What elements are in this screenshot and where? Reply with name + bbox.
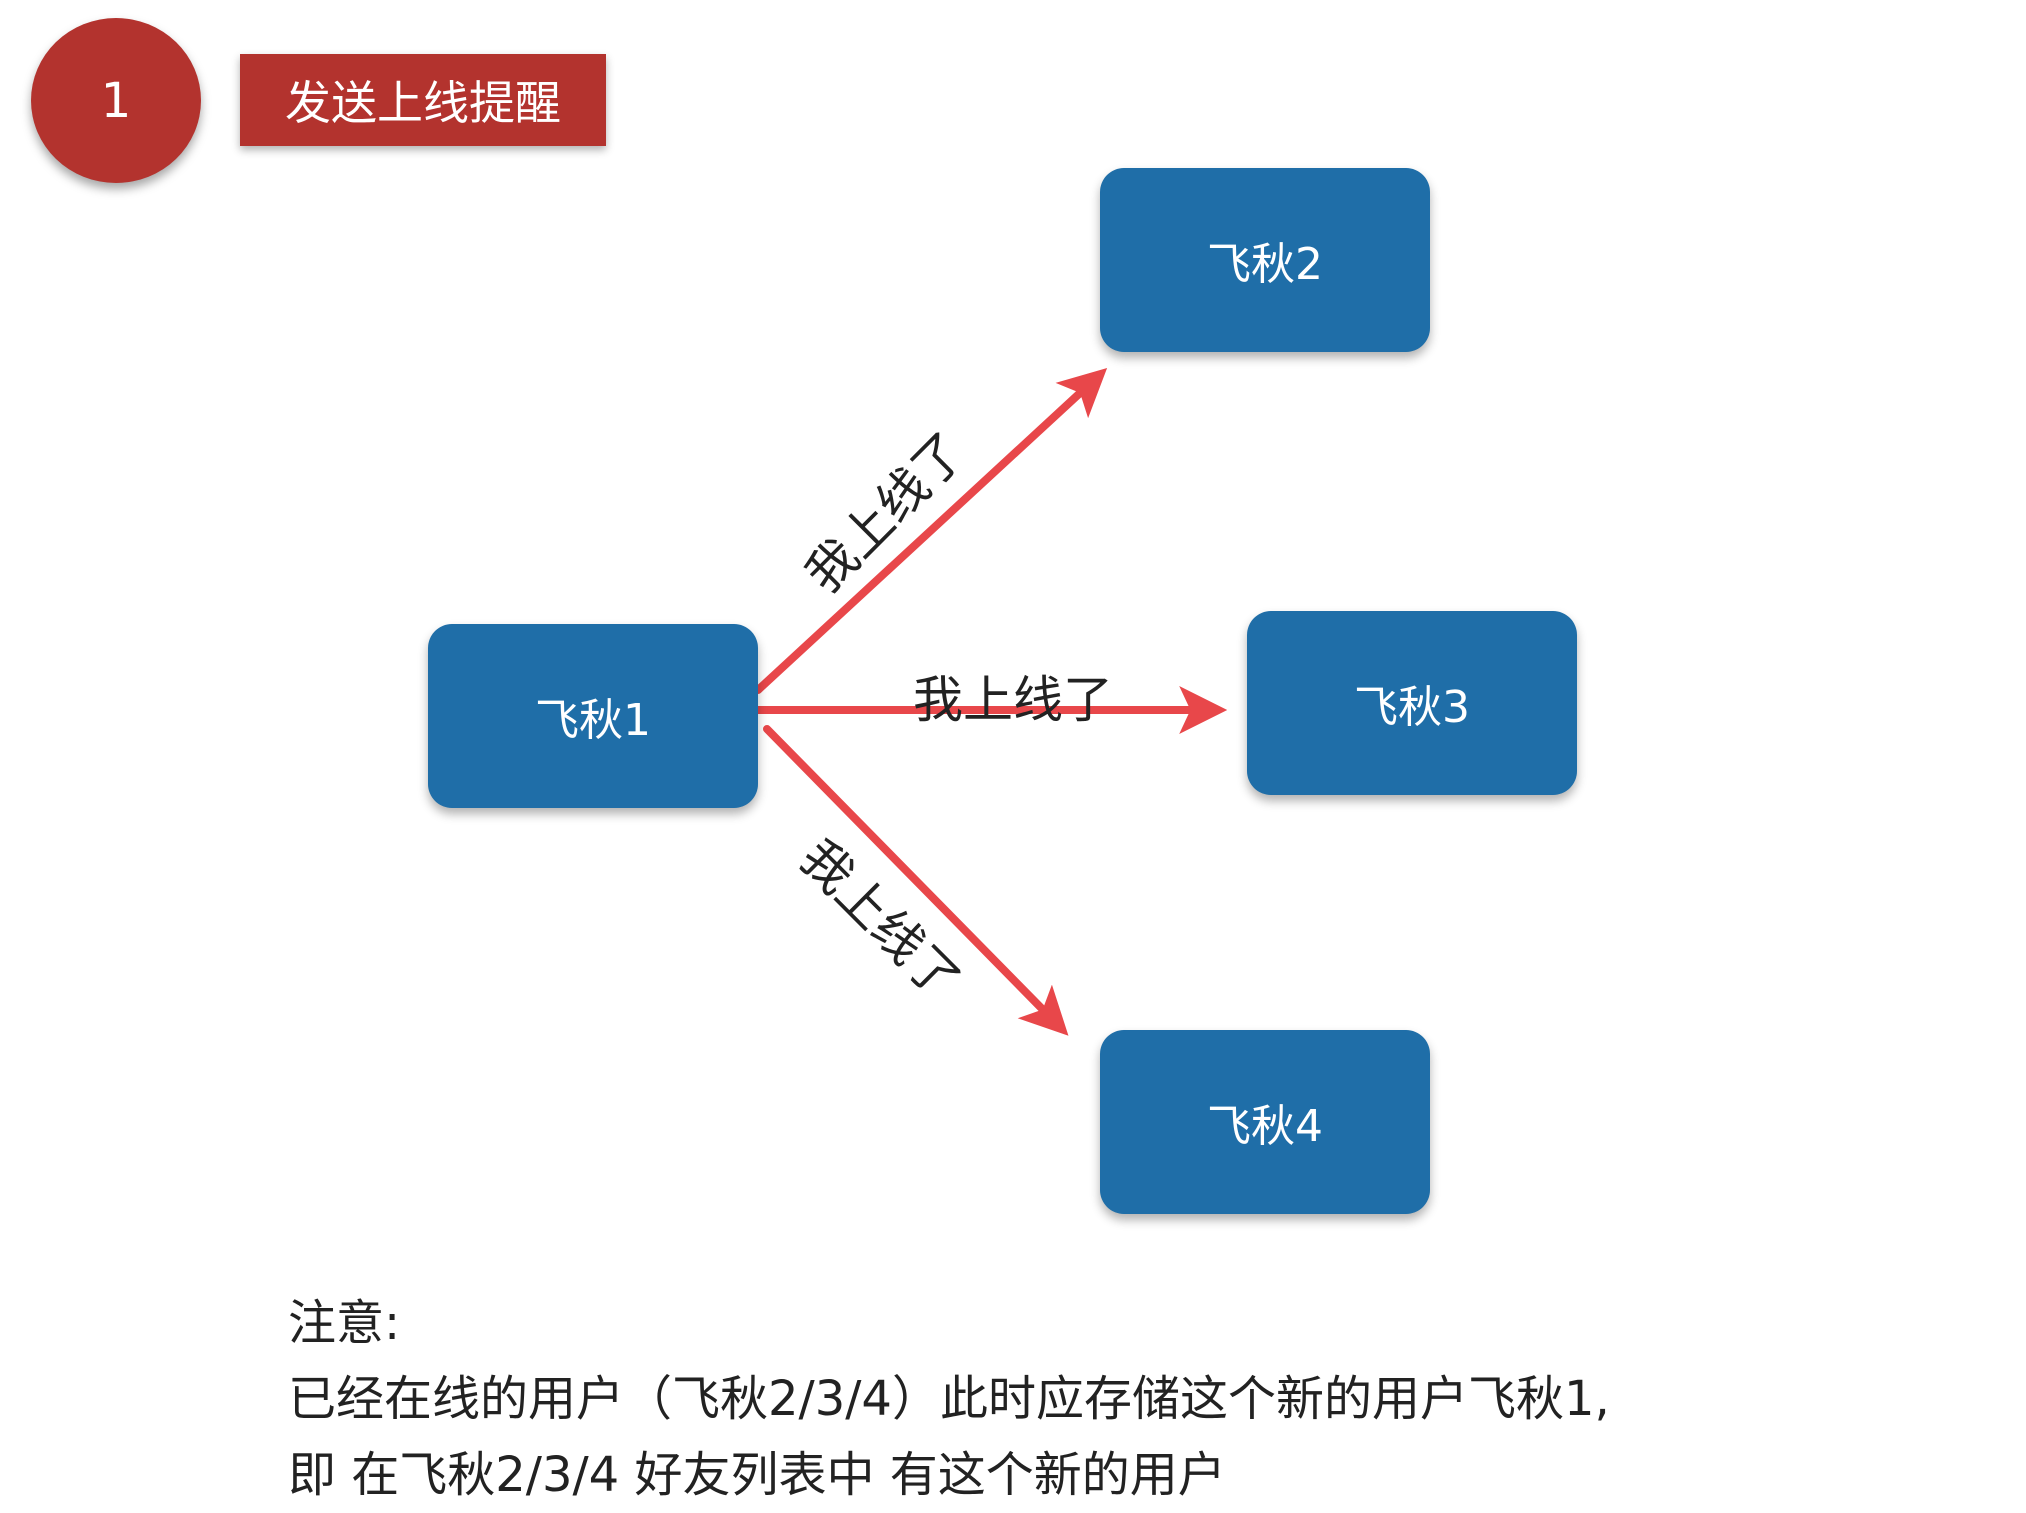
- node-label: 飞秋1: [535, 695, 651, 746]
- edge-label-to-node-3: 我上线了: [913, 671, 1113, 729]
- step-number: 1: [100, 72, 132, 129]
- node-label: 飞秋4: [1207, 1101, 1323, 1152]
- arrow-to-node-4: [763, 725, 1069, 1036]
- node-label: 飞秋3: [1354, 682, 1470, 733]
- note-line-1: 已经在线的用户（飞秋2/3/4）此时应存储这个新的用户飞秋1,: [288, 1371, 1610, 1427]
- note-line-2: 即 在飞秋2/3/4 好友列表中 有这个新的用户: [288, 1447, 1226, 1503]
- node-feiqiu-2: 飞秋2: [1100, 168, 1430, 352]
- arrow-to-node-2: [754, 367, 1108, 694]
- note-heading: 注意:: [288, 1295, 401, 1351]
- step-title-banner: 发送上线提醒: [240, 54, 606, 146]
- step-number-badge: 1: [31, 18, 201, 183]
- note-block: 注意: 已经在线的用户（飞秋2/3/4）此时应存储这个新的用户飞秋1, 即 在飞…: [288, 1285, 1610, 1513]
- step-title: 发送上线提醒: [285, 76, 561, 130]
- node-feiqiu-1: 飞秋1: [428, 624, 758, 808]
- node-label: 飞秋2: [1207, 239, 1323, 290]
- node-feiqiu-4: 飞秋4: [1100, 1030, 1430, 1214]
- node-feiqiu-3: 飞秋3: [1247, 611, 1577, 795]
